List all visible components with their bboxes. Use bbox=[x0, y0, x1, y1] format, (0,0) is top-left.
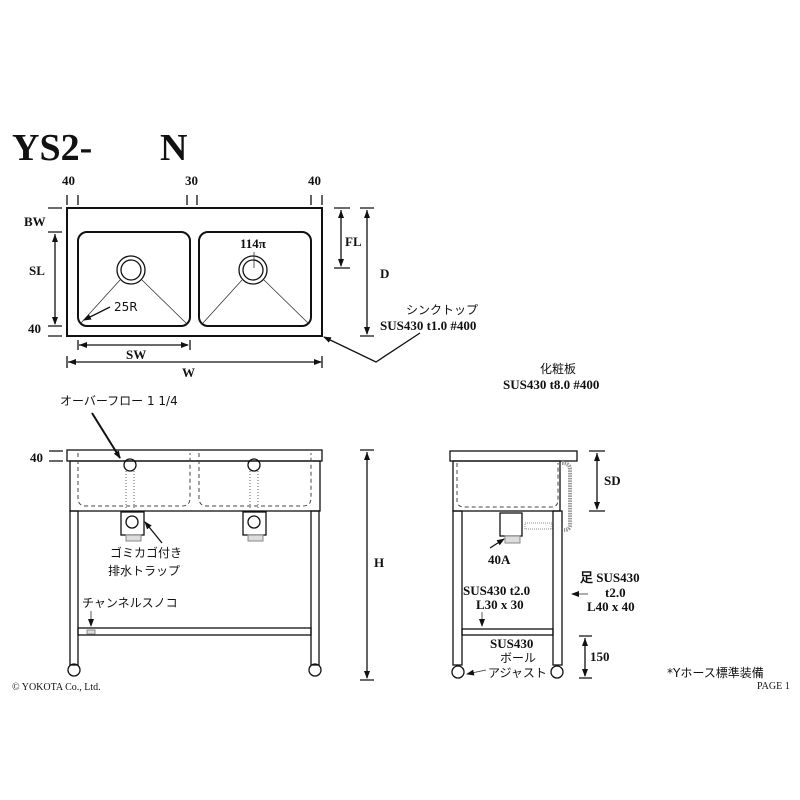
left-drain-icon bbox=[116, 255, 146, 285]
margin-right-label: 40 bbox=[308, 173, 321, 188]
d-label: D bbox=[380, 266, 389, 281]
top-view: 40 30 40 114π 25R BW SL 40 SW W FL D bbox=[24, 173, 389, 380]
corner-radius-label: 25R bbox=[114, 300, 138, 314]
model-suffix: N bbox=[160, 127, 187, 169]
drain-size-40a: 40A bbox=[488, 552, 511, 567]
copyright: © YOKOTA Co., Ltd. bbox=[12, 682, 101, 693]
trap-label-1: ゴミカゴ付き bbox=[110, 545, 182, 560]
adjuster-spec-1: SUS430 bbox=[490, 636, 533, 651]
bw-label: BW bbox=[24, 214, 46, 229]
sink-top-outline bbox=[66, 207, 323, 337]
height-label: H bbox=[374, 555, 384, 570]
margin-left-label: 40 bbox=[62, 173, 75, 188]
adjuster-spec-3: アジャスト bbox=[488, 666, 547, 680]
sw-label: SW bbox=[126, 347, 146, 362]
leg-spec-3: L40 x 40 bbox=[587, 599, 635, 614]
drain-size-label: 114π bbox=[240, 236, 266, 251]
caster-icon bbox=[67, 663, 81, 677]
sink-top-name: シンクトップ bbox=[406, 303, 478, 317]
sink-top-spec: SUS430 t1.0 #400 bbox=[380, 318, 476, 333]
frame-spec-2: L30 x 30 bbox=[476, 597, 524, 612]
w-label: W bbox=[182, 365, 195, 380]
hose-icon bbox=[561, 461, 572, 532]
side-view: 40A SUS430 t2.0 L30 x 30 SUS430 ボール アジャス… bbox=[449, 450, 640, 680]
sd-label: SD bbox=[604, 473, 621, 488]
model-prefix: YS2- bbox=[12, 127, 92, 169]
overflow-label: オーバーフロー 1 1/4 bbox=[60, 394, 178, 408]
shelf-label: チャンネルスノコ bbox=[82, 596, 178, 610]
caster-icon bbox=[308, 663, 322, 677]
overflow-icon bbox=[123, 458, 137, 472]
page-number: PAGE 1 bbox=[757, 681, 790, 692]
sl-label: SL bbox=[29, 263, 45, 278]
front-panel-spec: SUS430 t8.0 #400 bbox=[503, 377, 599, 392]
trap-label-2: 排水トラップ bbox=[108, 564, 180, 578]
front-view: オーバーフロー 1 1/4 40 ゴミカゴ付き 排水トラップ チャンネルスノコ … bbox=[12, 394, 384, 693]
right-drain-icon bbox=[238, 255, 268, 285]
front-panel-name: 化粧板 bbox=[540, 362, 576, 376]
shelf-height-label: 150 bbox=[590, 649, 610, 664]
frame-spec-1: SUS430 t2.0 bbox=[463, 583, 530, 598]
fl-label: FL bbox=[345, 234, 362, 249]
shelf bbox=[77, 627, 312, 636]
top-thickness-label: 40 bbox=[30, 450, 43, 465]
adjuster-spec-2: ボール bbox=[500, 651, 536, 665]
leg-spec-2: t2.0 bbox=[605, 585, 626, 600]
leg-spec-1: 足 SUS430 bbox=[580, 570, 640, 585]
left-basin bbox=[77, 231, 191, 327]
divider-label: 30 bbox=[185, 173, 198, 188]
hose-note: *Yホース標準装備 bbox=[667, 665, 764, 680]
front-margin-label: 40 bbox=[28, 321, 41, 336]
right-basin bbox=[198, 231, 312, 327]
